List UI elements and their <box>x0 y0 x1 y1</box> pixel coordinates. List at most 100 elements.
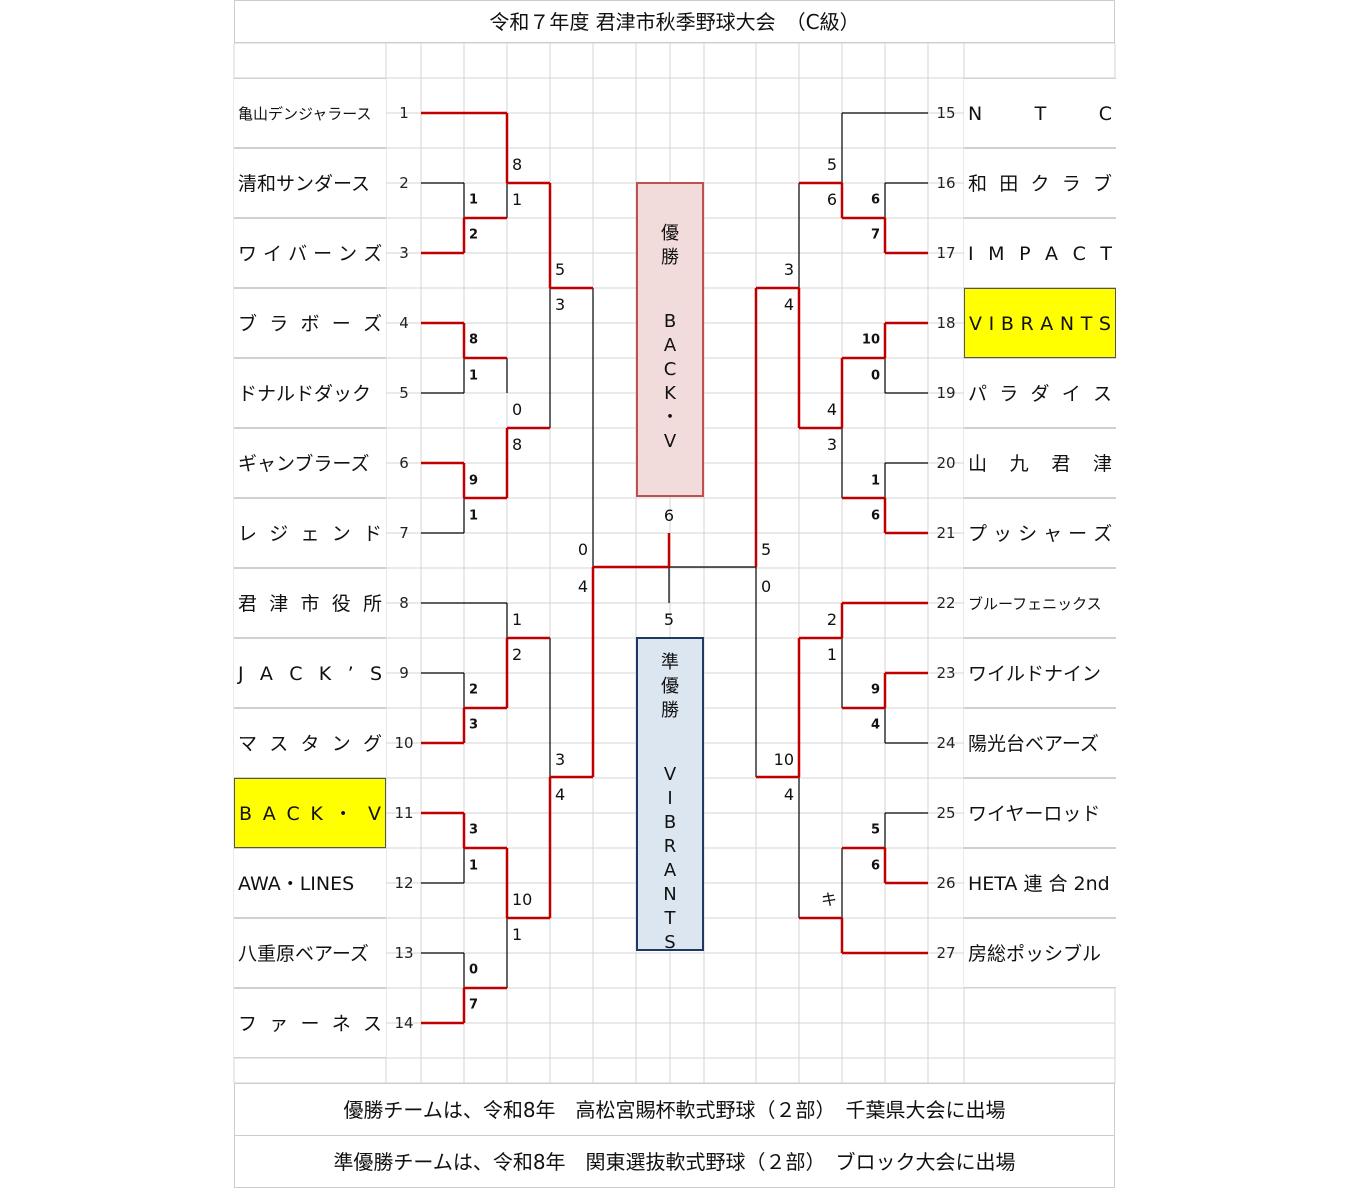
score-r-r2c-b: 1 <box>826 645 837 664</box>
box-team-char: S <box>664 932 676 953</box>
team-name: ブ ラ ボ ー ズ <box>234 288 386 358</box>
score-l-m6b: 7 <box>469 997 479 1013</box>
score-l-r2a-a: 8 <box>512 155 523 174</box>
team-name: レ ジ ェ ン ド <box>234 498 386 568</box>
box-team-char: R <box>663 836 677 857</box>
score-l-r3b-b: 4 <box>555 785 566 804</box>
box-team-char: B <box>663 812 677 833</box>
team-number: 3 <box>399 244 409 262</box>
team-number: 23 <box>936 664 956 682</box>
score-r-m2a: 10 <box>861 332 880 348</box>
team-number: 14 <box>394 1014 414 1032</box>
score-r-m1a: 6 <box>870 192 880 208</box>
box-label-char: 優 <box>661 676 679 697</box>
score-l-m2b: 1 <box>469 368 479 384</box>
score-r-sf-a: 5 <box>761 540 772 559</box>
team-name: 八重原ベアーズ <box>234 918 386 988</box>
team-number: 15 <box>936 104 956 122</box>
score-r-r2a-b: 6 <box>826 190 837 209</box>
score-l-m4a: 2 <box>469 682 479 698</box>
score-r-m5b: 6 <box>870 858 880 874</box>
spacer <box>638 723 702 763</box>
team-name: B A C K ・ V <box>234 778 386 848</box>
team-number: 27 <box>936 944 956 962</box>
team-number: 10 <box>394 734 414 752</box>
team-number: 4 <box>399 314 409 332</box>
score-l-m2a: 8 <box>469 332 479 348</box>
team-number: 7 <box>399 524 409 542</box>
score-r-sf-b: 0 <box>761 577 772 596</box>
team-number: 11 <box>394 804 414 822</box>
box-team-char: V <box>663 431 677 452</box>
team-name: 君 津 市 役 所 <box>234 568 386 638</box>
score-l-r2b-a: 0 <box>512 400 523 419</box>
box-team-char: V <box>663 764 677 785</box>
score-l-m5b: 1 <box>469 858 479 874</box>
team-number: 1 <box>399 104 409 122</box>
score-l-r2d-b: 1 <box>512 925 523 944</box>
score-l-r2a-b: 1 <box>512 190 523 209</box>
score-final-bottom: 5 <box>663 610 675 629</box>
score-r-r3b-a: 10 <box>773 750 794 769</box>
team-number: 20 <box>936 454 956 472</box>
team-number: 12 <box>394 874 414 892</box>
team-name: HETA 連 合 2nd <box>964 848 1116 918</box>
team-number: 13 <box>394 944 414 962</box>
score-r-r3a-a: 3 <box>783 260 794 279</box>
score-l-m6a: 0 <box>469 962 479 978</box>
box-label-char: 準 <box>661 652 679 673</box>
score-r-r2b-a: 4 <box>826 400 837 419</box>
score-l-r3a-b: 3 <box>555 295 566 314</box>
team-name: 山 九 君 津 <box>964 428 1116 498</box>
score-l-r2b-b: 8 <box>512 435 523 454</box>
team-name: 亀山デンジャラース <box>234 78 386 148</box>
box-team-char: N <box>663 884 677 905</box>
team-number: 22 <box>936 594 956 612</box>
team-number: 24 <box>936 734 956 752</box>
team-number: 6 <box>399 454 409 472</box>
score-r-m4b: 4 <box>870 717 880 733</box>
team-name: 房総ポッシブル <box>964 918 1116 988</box>
score-l-m3a: 9 <box>469 473 479 489</box>
team-name: ワイヤーロッド <box>964 778 1116 848</box>
team-number: 5 <box>399 384 409 402</box>
score-l-m1a: 1 <box>469 192 479 208</box>
score-l-sf-a: 0 <box>577 540 588 559</box>
score-r-r2b-b: 3 <box>826 435 837 454</box>
team-name: 陽光台ベアーズ <box>964 708 1116 778</box>
team-number: 21 <box>936 524 956 542</box>
team-name: N T C <box>964 78 1116 148</box>
team-name: フ ァ ー ネ ス <box>234 988 386 1058</box>
score-l-sf-b: 4 <box>577 577 588 596</box>
team-name: ドナルドダック <box>234 358 386 428</box>
page-title: 令和７年度 君津市秋季野球大会 （C級） <box>234 0 1115 43</box>
team-number: 8 <box>399 594 409 612</box>
team-name: V I B R A N T S <box>964 288 1116 358</box>
box-label-char: 勝 <box>661 247 679 268</box>
footer-champion-note: 優勝チームは、令和8年 高松宮賜杯軟式野球（２部） 千葉県大会に出場 <box>234 1083 1115 1136</box>
team-name: ワ イ バ ー ン ズ <box>234 218 386 288</box>
team-number: 16 <box>936 174 956 192</box>
team-number: 9 <box>399 664 409 682</box>
box-team-char: T <box>664 908 676 929</box>
box-label-char: 優 <box>661 223 679 244</box>
score-r-m4a: 9 <box>870 682 880 698</box>
team-name: ワイルドナイン <box>964 638 1116 708</box>
score-l-r3a-a: 5 <box>555 260 566 279</box>
score-l-r3b-a: 3 <box>555 750 566 769</box>
score-r-r2d-a: キ <box>820 890 837 909</box>
score-l-m1b: 2 <box>469 227 479 243</box>
score-l-m5a: 3 <box>469 822 479 838</box>
score-r-m1b: 7 <box>870 227 880 243</box>
spacer <box>638 270 702 310</box>
team-name: AWA・LINES <box>234 848 386 918</box>
team-name: プ ッ シ ャ ー ズ <box>964 498 1116 568</box>
team-name: I M P A C T <box>964 218 1116 288</box>
team-name: パ ラ ダ イ ス <box>964 358 1116 428</box>
team-name: ブルーフェニックス <box>964 568 1116 638</box>
team-number: 17 <box>936 244 956 262</box>
